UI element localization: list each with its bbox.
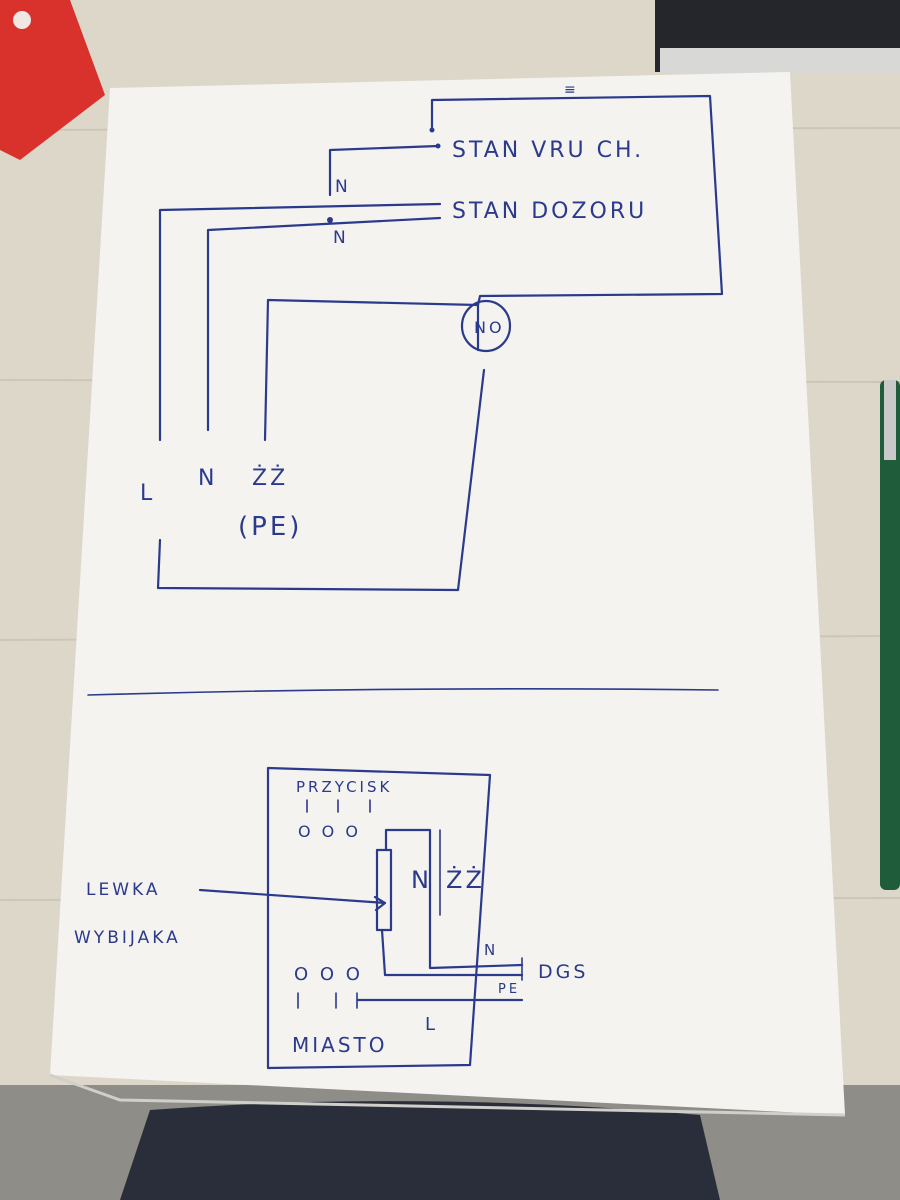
label-l: L <box>140 481 155 506</box>
miasto-terminals: O O O <box>294 964 363 985</box>
label-no: NO <box>474 318 505 337</box>
label-n-bottom: N <box>198 466 217 491</box>
wire-l-dozoru <box>158 202 442 442</box>
label-l-lower: L <box>425 1014 438 1035</box>
red-object <box>0 0 105 160</box>
component-loop <box>384 828 432 917</box>
lever-arrow <box>198 888 387 912</box>
lever-component <box>375 848 393 932</box>
label-n: N <box>411 866 432 894</box>
paper-sheet <box>50 72 845 1115</box>
green-pen <box>880 380 900 890</box>
wire-pe <box>263 298 480 442</box>
junction-n <box>327 217 333 223</box>
label-zz-lower: ŻŻ <box>446 865 485 894</box>
label-dgs: DGS <box>538 961 588 983</box>
miasto-ticks <box>297 992 358 1009</box>
label-miasto: MIASTO <box>292 1033 388 1057</box>
label-lewka: LEWKA <box>86 880 161 900</box>
label-przycisk: PRZYCISK <box>296 778 392 796</box>
wire-no-return <box>156 303 486 592</box>
wire-n-dozoru <box>206 216 442 432</box>
wire-stan-vru <box>328 144 440 197</box>
label-wybijaka: WYBIJAKA <box>74 928 181 948</box>
terminal-stan-vru <box>435 143 441 149</box>
paper-edge <box>49 1073 846 1117</box>
przycisk-ticks <box>306 799 371 813</box>
label-stan-dozoru: STAN DOZORU <box>452 199 647 224</box>
green-pen-clip <box>884 380 896 460</box>
label-stan-vru-ch: STAN VRU CH. <box>452 138 644 163</box>
upper-wiring-diagram: ≡ STAN VRU CH. STAN DOZORU N N NO L N ŻŻ… <box>140 82 724 592</box>
shoes-shadow <box>120 1101 720 1200</box>
top-mark: ≡ <box>564 82 579 98</box>
lower-wiring-diagram: PRZYCISK O O O N ŻŻ LEWKA WYBIJAKA N DGS… <box>74 766 588 1070</box>
section-divider <box>87 687 719 696</box>
box-outline <box>266 766 492 1070</box>
lower-wires <box>356 913 524 1002</box>
label-n-2: N <box>333 228 349 248</box>
dark-device-edge <box>660 48 900 74</box>
red-object-hole <box>13 11 31 29</box>
label-n-small: N <box>484 941 498 959</box>
label-zz: ŻŻ <box>252 465 288 491</box>
no-contact-circle <box>460 299 512 353</box>
terminal-top <box>429 127 435 133</box>
label-pe-lower: PE <box>498 982 520 997</box>
label-pe: (PE) <box>238 512 302 542</box>
label-n-1: N <box>335 177 351 197</box>
wire-top-loop <box>430 94 724 307</box>
przycisk-terminals: O O O <box>298 822 361 841</box>
